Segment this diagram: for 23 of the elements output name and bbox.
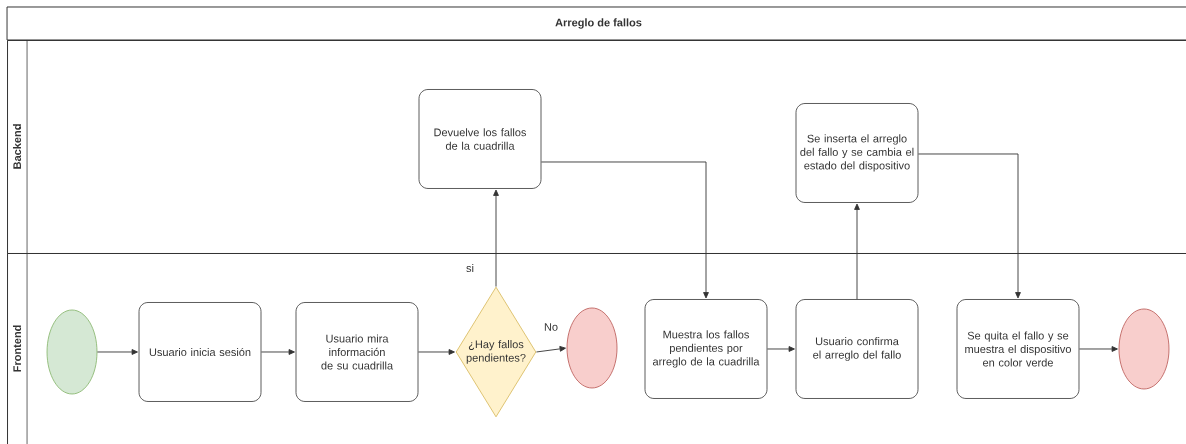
arrow	[917, 153, 1021, 299]
end-event	[1118, 308, 1170, 390]
arrow	[766, 346, 795, 352]
arrow	[260, 349, 295, 355]
process-box: Usuario confirma el arreglo del fallo	[795, 299, 919, 399]
arrow	[854, 203, 860, 300]
process-box: Usuario inicia sesión	[138, 302, 262, 402]
arrow	[1078, 346, 1118, 352]
edge-label: si	[466, 263, 474, 273]
process-box: Muestra los fallos pendientes por arreglo de la cuadrilla	[644, 299, 768, 399]
arrow	[493, 189, 499, 288]
start-event	[46, 309, 98, 395]
process-box: Se inserta el arreglo del fallo y se cambia el estado del dispositivo	[795, 103, 919, 203]
arrow	[96, 349, 138, 355]
arrow	[535, 346, 566, 353]
pool-header: Arreglo de fallos	[6, 6, 1186, 41]
end-event	[566, 307, 618, 389]
process-box: Devuelve los fallos de la cuadrilla	[418, 89, 542, 189]
process-box: Usuario mira información de su cuadrilla	[295, 302, 419, 402]
edge-label: No	[544, 323, 558, 331]
process-box: Se quita el fallo y se muestra el dispositivo en color verde	[956, 299, 1080, 399]
arrow	[417, 349, 455, 355]
arrow	[540, 161, 709, 299]
